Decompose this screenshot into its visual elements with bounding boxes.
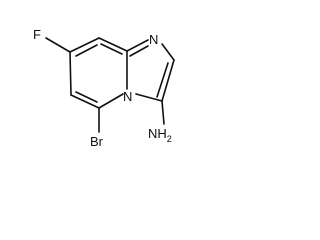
bond-c8a-n1-double [129,45,149,57]
bond-n1-c2 [161,43,175,61]
bond-c2-c3-double [156,62,169,98]
ring-nitrogen-label: N [149,32,158,47]
molecule-diagram: F N N Br NH2 [33,27,175,149]
bond-c5-c6 [70,94,100,109]
amine-label: NH2 [148,126,172,144]
amine-nh: NH [148,126,167,141]
amine-subscript: 2 [167,134,172,144]
bond-c6-c7 [69,51,72,96]
bridgehead-nitrogen-label: N [123,89,132,104]
bond-c8-c8a-double [100,43,123,55]
bromine-label: Br [90,134,104,149]
bond-c8-c8a [98,37,128,52]
bond-c7-f [45,37,71,53]
bond-c3-nh2 [161,100,165,125]
bond-c5-c6-double [75,91,98,103]
structure-canvas: F N N Br NH2 [0,0,218,170]
bond-n4-c5 [98,93,124,109]
bond-c3-n4 [135,93,163,102]
bond-c7-c8 [69,37,100,53]
fluorine-label: F [33,27,41,42]
bond-c8a-n1 [126,39,149,52]
bond-c7-c8-double [75,44,98,57]
bond-c2-c3 [161,59,175,102]
